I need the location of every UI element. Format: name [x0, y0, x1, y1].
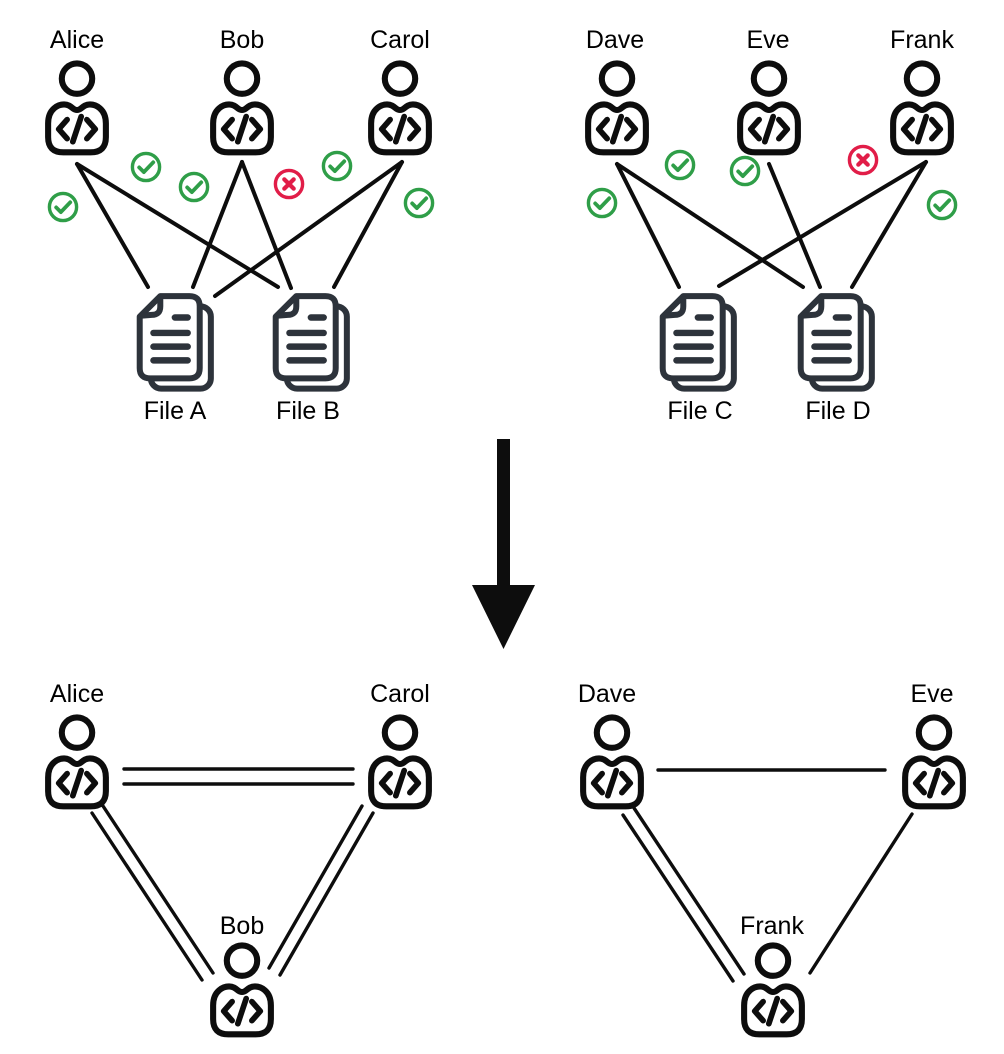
developer-icon	[896, 712, 972, 811]
edge-alice-file-a	[75, 162, 150, 289]
edge-alice-carol-double	[122, 767, 355, 786]
edge-frank-file-d	[850, 160, 928, 289]
developer-name-label: Carol	[370, 26, 430, 54]
developer-name-label: Dave	[577, 680, 637, 708]
edge-eve-frank-single	[808, 812, 914, 975]
developer-node-carol-bottom	[362, 712, 438, 811]
developer-icon	[362, 58, 438, 157]
developer-node-alice-bottom	[39, 712, 115, 811]
developer-name-label: Frank	[890, 26, 954, 54]
file-node-c	[649, 289, 739, 394]
edge-eve-file-d	[767, 162, 822, 289]
developer-icon	[39, 58, 115, 157]
file-icon	[649, 289, 739, 394]
developer-icon	[574, 712, 650, 811]
file-name-label: File B	[276, 397, 340, 425]
file-name-label: File D	[805, 397, 871, 425]
developer-name-label: Bob	[219, 26, 265, 54]
developer-node-bob-bottom	[204, 940, 280, 1039]
developer-name-label: Alice	[49, 26, 105, 54]
developer-node-dave-bottom	[574, 712, 650, 811]
edge-frank-file-c	[717, 160, 928, 288]
approved-check-icon	[925, 188, 959, 222]
edge-carol-file-b	[332, 160, 404, 289]
approved-check-icon	[129, 150, 163, 184]
file-icon	[126, 289, 216, 394]
developer-name-label: Eve	[746, 26, 790, 54]
developer-name-label: Eve	[910, 680, 954, 708]
edge-carol-file-a	[213, 160, 404, 298]
approved-check-icon	[663, 148, 697, 182]
edge-bob-file-a	[191, 160, 244, 289]
developer-node-dave-top	[579, 58, 655, 157]
rejected-x-icon	[272, 167, 306, 201]
file-icon	[262, 289, 352, 394]
top-right-edges	[615, 160, 928, 289]
file-node-b	[262, 289, 352, 394]
file-name-label: File C	[667, 397, 733, 425]
developer-icon	[735, 940, 811, 1039]
rejected-x-icon	[846, 143, 880, 177]
developer-node-frank-bottom	[735, 940, 811, 1039]
file-node-a	[126, 289, 216, 394]
approved-check-icon	[728, 154, 762, 188]
approved-check-icon	[46, 190, 80, 224]
developer-node-bob-top	[204, 58, 280, 157]
edge-bob-file-b	[240, 160, 293, 290]
developer-node-eve-bottom	[896, 712, 972, 811]
edge-alice-file-b	[75, 162, 280, 289]
developer-name-label: Alice	[49, 680, 105, 708]
approved-check-icon	[320, 149, 354, 183]
developer-name-label: Carol	[370, 680, 430, 708]
developer-node-frank-top	[884, 58, 960, 157]
bottom-left-edges	[90, 767, 375, 982]
developer-icon	[204, 940, 280, 1039]
edge-carol-bob-double	[267, 804, 375, 977]
edge-dave-frank-double	[621, 806, 746, 983]
top-left-edges	[75, 160, 404, 298]
developer-icon	[362, 712, 438, 811]
developer-node-alice-top	[39, 58, 115, 157]
developer-node-carol-top	[362, 58, 438, 157]
edge-dave-file-c	[615, 162, 681, 289]
approved-check-icon	[402, 186, 436, 220]
developer-icon	[731, 58, 807, 157]
file-node-d	[787, 289, 877, 394]
developer-name-label: Bob	[219, 912, 265, 940]
developer-icon	[39, 712, 115, 811]
edge-alice-bob-double	[90, 804, 215, 982]
developer-icon	[204, 58, 280, 157]
edge-dave-file-d	[615, 162, 805, 289]
developer-name-label: Dave	[585, 26, 645, 54]
developer-icon	[884, 58, 960, 157]
file-icon	[787, 289, 877, 394]
approved-check-icon	[585, 186, 619, 220]
bottom-right-edges	[621, 768, 914, 983]
developer-name-label: Frank	[740, 912, 804, 940]
developer-icon	[579, 58, 655, 157]
developer-node-eve-top	[731, 58, 807, 157]
down-arrow-icon	[472, 439, 535, 649]
approved-check-icon	[177, 170, 211, 204]
file-name-label: File A	[143, 397, 207, 425]
